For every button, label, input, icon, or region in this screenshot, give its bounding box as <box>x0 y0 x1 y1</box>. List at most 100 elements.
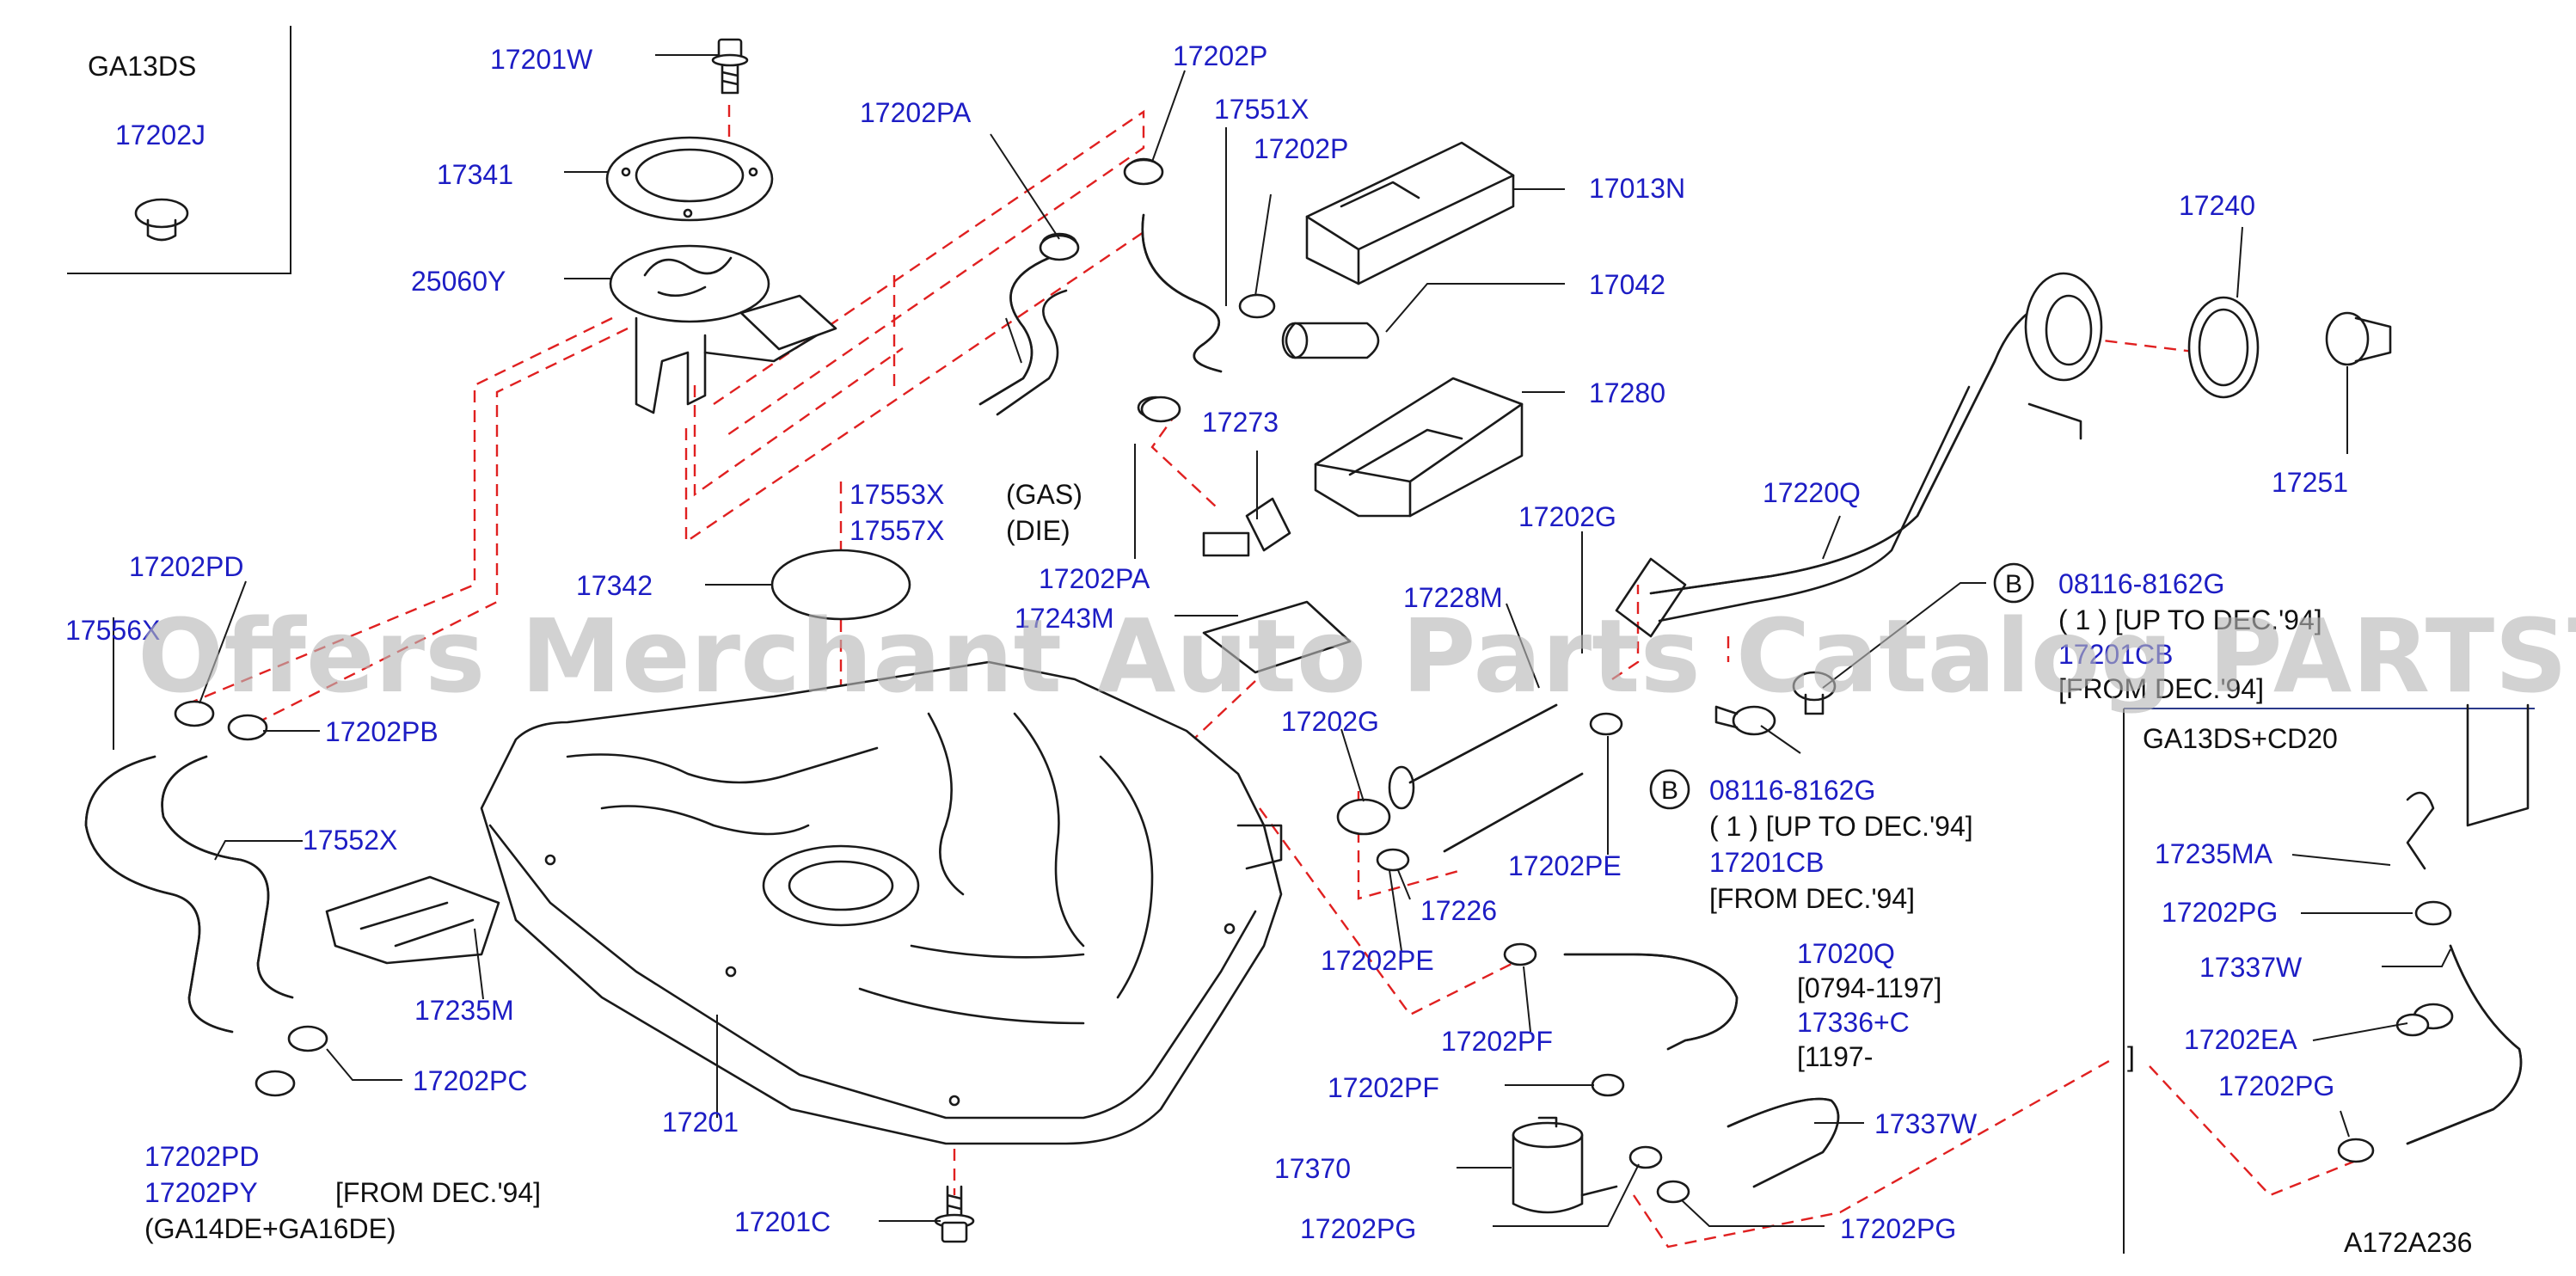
watermark-text: Offers Merchant Auto Parts Catalog PARTS… <box>138 597 2576 715</box>
part-label-17337W[interactable]: 17337W <box>1874 1108 1978 1139</box>
part-label-17202G-top[interactable]: 17202G <box>1518 501 1616 532</box>
bolt-17201C-shape <box>934 1185 975 1243</box>
hose-17226-shape <box>1443 772 1584 853</box>
inset-bracket-shape <box>2466 703 2530 827</box>
bolt-17201W-shape <box>711 38 749 95</box>
part-label-17226[interactable]: 17226 <box>1420 895 1497 926</box>
b-badge-lower: B <box>1649 769 1690 810</box>
filler-tube-17220Q-shape <box>1615 272 2103 638</box>
part-label-17202PD-low[interactable]: 17202PD <box>144 1141 259 1172</box>
part-label-17552X[interactable]: 17552X <box>303 825 397 856</box>
part-label-17202PG-inset-b[interactable]: 17202PG <box>2218 1070 2334 1101</box>
part-label-17202PF-b[interactable]: 17202PF <box>1328 1072 1439 1103</box>
filler-cap-17251-shape <box>2325 311 2392 366</box>
note-range-17020Q: [0794-1197] <box>1797 972 1941 1003</box>
part-label-17240[interactable]: 17240 <box>2179 190 2255 221</box>
part-label-17201W[interactable]: 17201W <box>490 44 593 75</box>
insulator-17243M-shape <box>1202 600 1352 674</box>
inset-right-bracket: ] <box>2127 1041 2135 1072</box>
part-label-17042[interactable]: 17042 <box>1589 269 1665 300</box>
part-label-17273[interactable]: 17273 <box>1202 407 1279 438</box>
part-label-08116-8162G-upper[interactable]: 08116-8162G <box>2058 568 2224 599</box>
b-badge-upper: B <box>1993 562 2034 604</box>
part-label-17202PB[interactable]: 17202PB <box>325 716 439 747</box>
part-label-17235MA[interactable]: 17235MA <box>2155 838 2273 869</box>
leader-lines <box>113 54 2451 1227</box>
part-label-17251[interactable]: 17251 <box>2272 467 2348 498</box>
part-label-17553X[interactable]: 17553X <box>849 479 944 510</box>
part-label-08116-8162G-lower[interactable]: 08116-8162G <box>1709 775 1875 806</box>
part-label-17202PG-b[interactable]: 17202PG <box>1840 1213 1956 1244</box>
part-label-17202P-mid[interactable]: 17202P <box>1254 133 1348 164</box>
grommet-17202J-shape <box>134 198 189 242</box>
part-label-17202PY[interactable]: 17202PY <box>144 1177 258 1208</box>
inset-frame-right <box>2123 708 2535 1254</box>
part-label-17013N[interactable]: 17013N <box>1589 173 1685 204</box>
lock-ring-17341-shape <box>605 136 774 222</box>
note-lower-from: [FROM DEC.'94] <box>1709 883 1915 914</box>
hose-clamps <box>174 158 2454 1204</box>
part-label-17201[interactable]: 17201 <box>662 1107 739 1138</box>
part-label-17202PE-right[interactable]: 17202PE <box>1508 850 1622 881</box>
part-label-17243M[interactable]: 17243M <box>1015 603 1114 634</box>
part-label-17551X[interactable]: 17551X <box>1214 94 1309 125</box>
part-label-17235M[interactable]: 17235M <box>414 995 514 1026</box>
part-label-17280[interactable]: 17280 <box>1589 377 1665 408</box>
part-label-17202PG-a[interactable]: 17202PG <box>1300 1213 1416 1244</box>
part-label-25060Y[interactable]: 25060Y <box>411 266 506 297</box>
inset-hose-17235MA-shape <box>2406 791 2435 870</box>
part-label-17228M[interactable]: 17228M <box>1403 582 1503 613</box>
canister-17013N-shape <box>1305 141 1515 285</box>
part-label-17020Q[interactable]: 17020Q <box>1797 938 1895 969</box>
part-label-17337W-inset[interactable]: 17337W <box>2199 952 2303 983</box>
part-label-17201CB-upper[interactable]: 17201CB <box>2058 639 2173 670</box>
svg-text:B: B <box>2005 570 2022 598</box>
part-label-17220Q[interactable]: 17220Q <box>1763 477 1861 508</box>
hose-17552X-shape <box>161 755 294 999</box>
hose-17556X-shape <box>84 755 234 1034</box>
protector-17280-shape <box>1314 377 1524 518</box>
part-label-17557X[interactable]: 17557X <box>849 515 944 546</box>
inset-right-labels: GA13DS+CD20 17235MA 17202PG 17337W 17202… <box>2127 723 2338 1101</box>
note-upper-qty: ( 1 ) [UP TO DEC.'94] <box>2058 604 2322 635</box>
bracket-17273-shape <box>1202 497 1291 557</box>
note-lower-qty: ( 1 ) [UP TO DEC.'94] <box>1709 811 1973 842</box>
hose-17020Q-shape <box>1563 953 1739 1051</box>
part-label-17336C[interactable]: 17336+C <box>1797 1007 1910 1038</box>
note-upper-from: [FROM DEC.'94] <box>2058 673 2264 704</box>
inset-right-title: GA13DS+CD20 <box>2143 723 2338 754</box>
part-label-17202J[interactable]: 17202J <box>115 120 205 150</box>
part-label-17202PE-low[interactable]: 17202PE <box>1321 945 1434 976</box>
part-label-17202EA[interactable]: 17202EA <box>2184 1024 2297 1055</box>
part-label-17202PF-a[interactable]: 17202PF <box>1441 1026 1553 1057</box>
hose-17337W-shape <box>1727 1097 1840 1188</box>
hose-17551X-shape <box>1126 157 1274 373</box>
note-range-17336C: [1197- <box>1797 1041 1873 1072</box>
part-label-17342[interactable]: 17342 <box>576 570 653 601</box>
inset-left-title: GA13DS <box>88 51 196 82</box>
part-labels: 17201W 17341 25060Y 17202PA 17202P 17551… <box>65 40 2348 1244</box>
inset-hose-17337W-shape <box>2406 944 2523 1145</box>
part-label-17341[interactable]: 17341 <box>437 159 513 190</box>
part-label-17202PA-top[interactable]: 17202PA <box>860 97 972 128</box>
part-label-17370[interactable]: 17370 <box>1274 1153 1351 1184</box>
part-label-17201CB-lower[interactable]: 17201CB <box>1709 847 1824 878</box>
bolt-08116-lower-shape <box>1714 705 1776 736</box>
svg-text:B: B <box>1661 776 1678 805</box>
part-label-17201C[interactable]: 17201C <box>734 1206 831 1237</box>
part-label-17556X[interactable]: 17556X <box>65 615 160 646</box>
part-label-17202PC[interactable]: 17202PC <box>413 1065 527 1096</box>
part-label-17202P-top[interactable]: 17202P <box>1173 40 1267 71</box>
hose-17228M-shape <box>1388 703 1558 810</box>
notes: (GAS) (DIE) 08116-8162G ( 1 ) [UP TO DEC… <box>144 479 2322 1244</box>
note-die: (DIE) <box>1006 515 1070 546</box>
part-label-17202PA-low[interactable]: 17202PA <box>1039 563 1150 594</box>
part-label-17202PD-top[interactable]: 17202PD <box>129 551 243 582</box>
inset-frame-left <box>67 26 291 274</box>
diagram-code: A172A236 <box>2344 1227 2472 1258</box>
clip-17235M-shape <box>325 875 500 965</box>
part-label-17202PG-inset-a[interactable]: 17202PG <box>2162 897 2278 928</box>
part-label-17202G-mid[interactable]: 17202G <box>1281 706 1379 737</box>
note-from-17202PY: [FROM DEC.'94] <box>335 1177 541 1208</box>
